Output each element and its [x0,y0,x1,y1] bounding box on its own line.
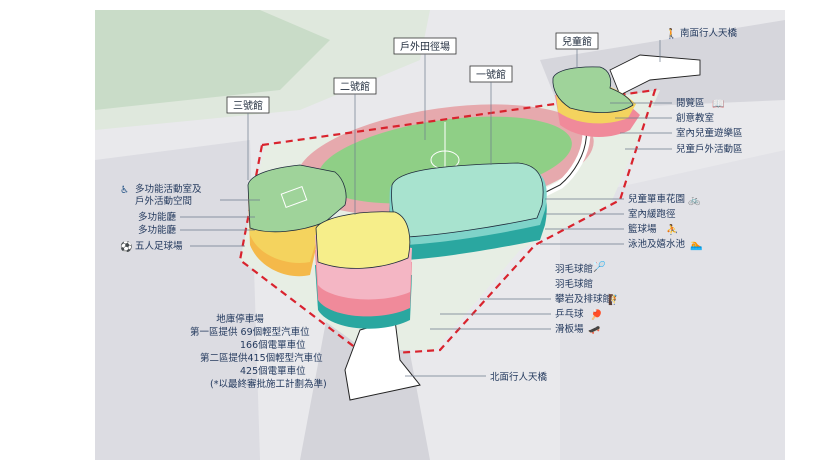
building-3-roof [247,164,347,233]
svg-text:兒童戶外活動區: 兒童戶外活動區 [676,143,743,155]
svg-text:(*以最終審批施工計劃為準): (*以最終審批施工計劃為準) [210,378,327,390]
right-block [560,150,785,460]
bicycle-icon: 🚲 [688,195,700,206]
pedestrian-icon: 🚶 [665,27,677,40]
svg-text:多功能廳: 多功能廳 [138,211,177,223]
badminton-icon: 🏸 [593,260,605,273]
label-outdoor-field: 戶外田徑場 [393,37,457,140]
svg-text:北面行人天橋: 北面行人天橋 [490,371,548,383]
svg-text:425個電單車位: 425個電單車位 [240,365,306,377]
label-children-building: 兒童館 [555,32,599,68]
svg-text:第一區提供 69個輕型汽車位: 第一區提供 69個輕型汽車位 [190,326,310,338]
svg-text:第二區提供415個輕型汽車位: 第二區提供415個輕型汽車位 [200,352,323,364]
left-labels: ♿ 多功能活動室及 戶外活動空間 多功能廳 多功能廳 ⚽ 五人足球場 [119,183,260,253]
label-building-3: 三號館 [226,96,270,180]
svg-text:五人足球場: 五人足球場 [135,240,183,252]
svg-text:攀岩及排球館: 攀岩及排球館 [555,293,612,305]
svg-text:戶外活動空間: 戶外活動空間 [135,195,192,207]
svg-text:羽毛球館: 羽毛球館 [555,278,593,290]
svg-text:室內兒童遊樂區: 室內兒童遊樂區 [676,127,743,139]
svg-text:羽毛球館: 羽毛球館 [555,263,593,275]
label-north-bridge: 北面行人天橋 [405,371,548,383]
label-south-bridge: 南面行人天橋 🚶 [659,27,738,62]
svg-text:三號館: 三號館 [233,99,263,112]
climber-icon: 🧗 [608,293,620,306]
skateboard-icon: 🛹 [588,325,601,336]
svg-text:乒乓球: 乒乓球 [555,308,584,320]
svg-text:一號館: 一號館 [476,68,506,81]
svg-text:南面行人天橋: 南面行人天橋 [680,27,738,39]
book-icon: 📖 [712,99,724,110]
svg-text:166個電單車位: 166個電單車位 [240,339,306,351]
svg-text:室內緩跑徑: 室內緩跑徑 [628,208,676,220]
right-labels: 閱覽區 📖 創意教室 室內兒童遊樂區 兒童戶外活動區 兒童單車花園 🚲 室內緩跑… [430,97,743,336]
building-3-roof-court [280,186,308,208]
svg-text:二號館: 二號館 [340,80,370,93]
swimmer-icon: 🏊 [690,240,702,251]
parking-info: 地庫停車場 第一區提供 69個輕型汽車位 166個電單車位 第二區提供415個輕… [190,313,327,390]
svg-text:滑板場: 滑板場 [555,323,584,335]
svg-text:多功能活動室及: 多功能活動室及 [135,183,202,195]
children-building-roof [552,66,634,113]
left-block [95,140,260,460]
svg-text:戶外田徑場: 戶外田徑場 [400,40,450,53]
building-2-roof [315,211,411,269]
table-tennis-icon: 🏓 [590,308,602,321]
svg-text:閱覽區: 閱覽區 [676,97,705,109]
wheelchair-icon: ♿ [120,185,129,196]
svg-text:泳池及嬉水池: 泳池及嬉水池 [628,238,686,250]
svg-text:籃球場: 籃球場 [628,223,657,235]
svg-text:創意教室: 創意教室 [676,112,714,124]
label-building-2: 二號館 [333,77,377,215]
football-player-icon: ⚽ [119,240,132,253]
svg-text:兒童館: 兒童館 [562,35,592,48]
basketball-player-icon: ⛹ [666,223,678,236]
hill-shade [95,10,330,110]
svg-text:兒童單車花園: 兒童單車花園 [628,193,685,205]
svg-text:多功能廳: 多功能廳 [138,224,177,236]
label-building-1: 一號館 [469,65,513,165]
svg-text:地庫停車場: 地庫停車場 [216,313,264,325]
